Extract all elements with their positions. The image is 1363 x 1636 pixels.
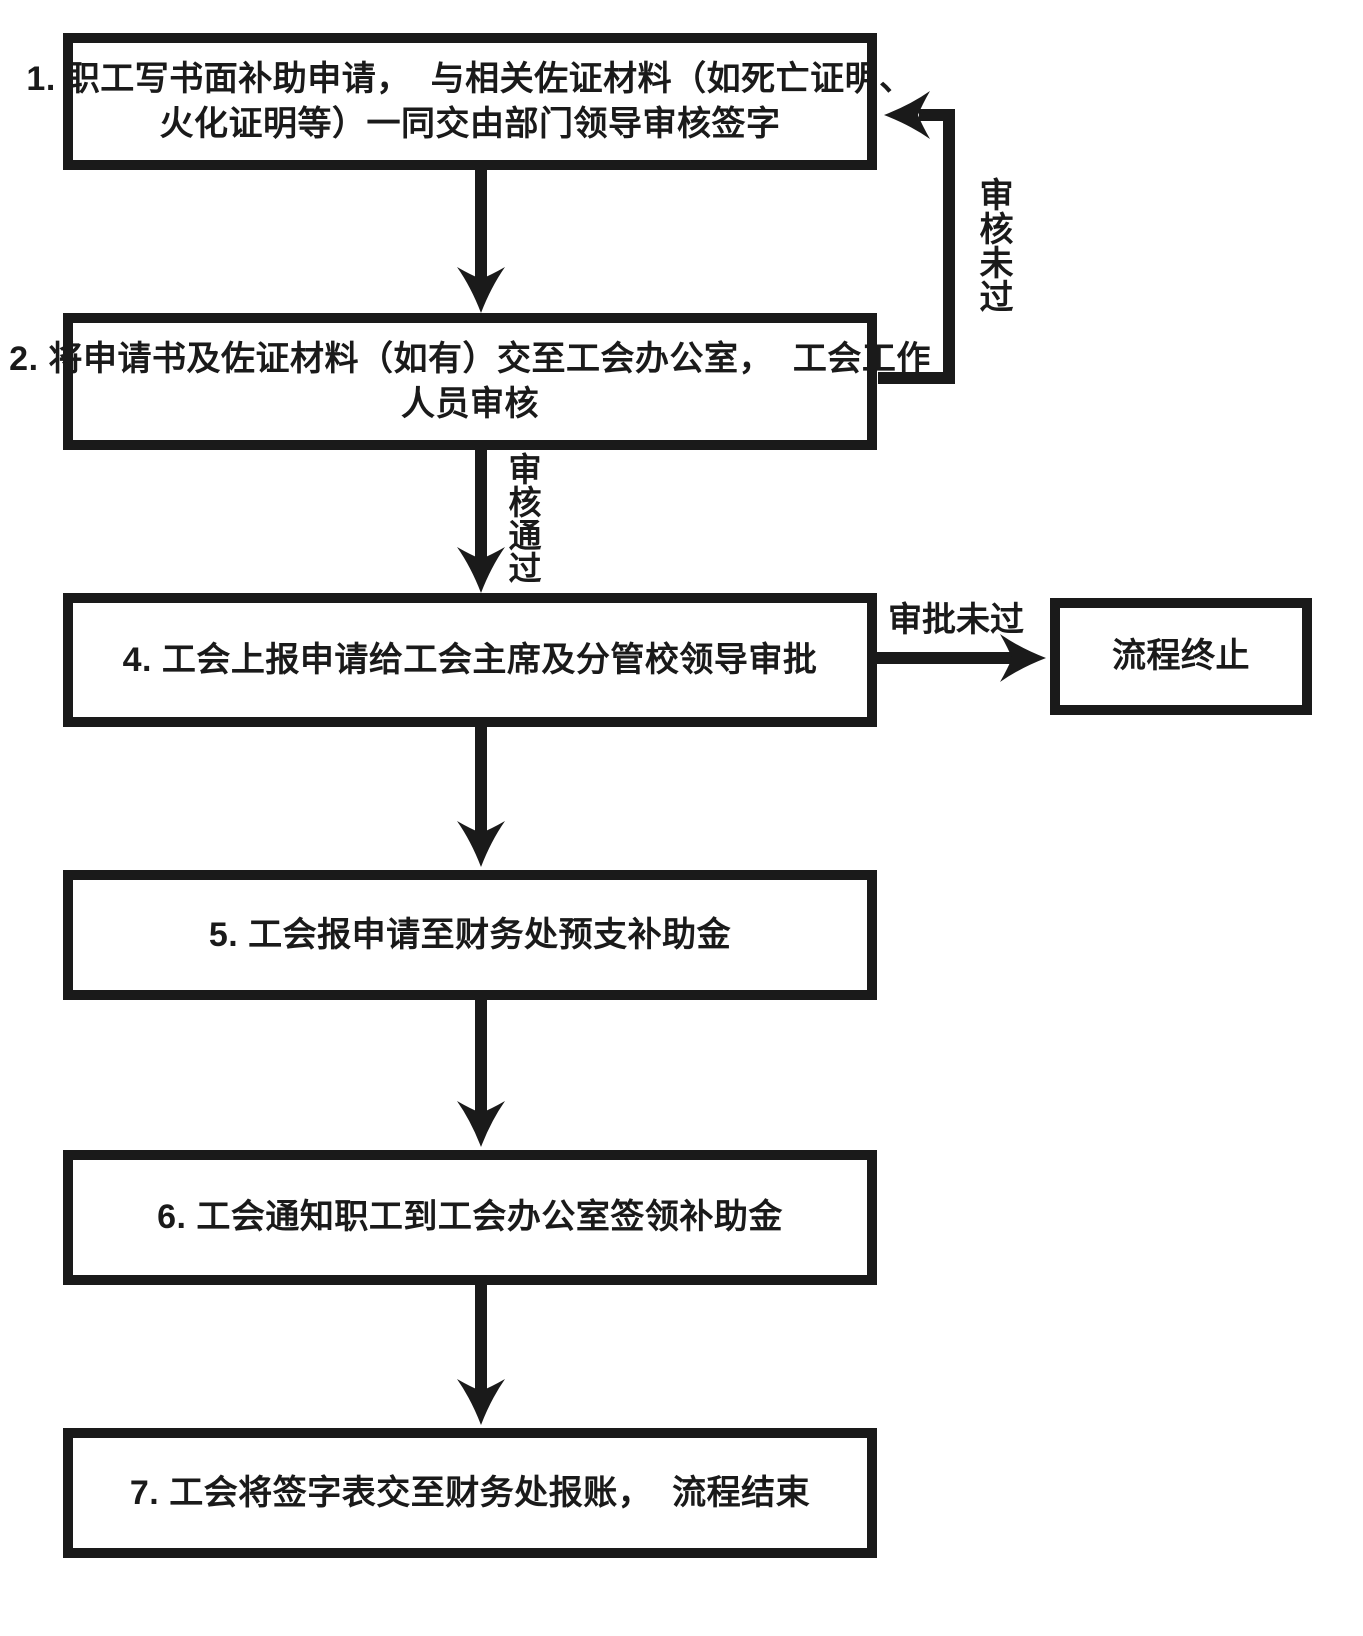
arrow-heads xyxy=(457,91,1046,1425)
flow-box-step7: 7. 工会将签字表交至财务处报账， 流程结束 xyxy=(63,1428,877,1558)
step1-text-line2: 火化证明等）一同交由部门领导审核签字 xyxy=(159,104,781,143)
feedback-review-fail-shaft xyxy=(878,109,955,384)
label-review-fail: 审核未过 xyxy=(974,177,1012,313)
arrowhead-step2-to-step4 xyxy=(457,547,505,593)
flow-box-step5: 5. 工会报申请至财务处预支补助金 xyxy=(63,870,877,1000)
flow-box-step2: 2. 将申请书及佐证材料（如有）交至工会办公室， 工会工作 人员审核 xyxy=(9,313,930,450)
step2-text-line2: 人员审核 xyxy=(401,384,539,423)
arrowhead-step4-to-step5 xyxy=(457,821,505,867)
step5-text: 5. 工会报申请至财务处预支补助金 xyxy=(208,915,732,954)
arrowhead-review-fail-to-step1 xyxy=(884,91,930,139)
step6-text: 6. 工会通知职工到工会办公室签领补助金 xyxy=(157,1198,783,1236)
flow-box-terminate: 流程终止 xyxy=(1050,598,1312,715)
arrowhead-step4-to-terminate xyxy=(1000,634,1046,682)
label-approval-fail: 审批未过 xyxy=(888,601,1024,639)
arrow-shafts xyxy=(475,109,1013,1394)
arrowhead-step5-to-step6 xyxy=(457,1101,505,1147)
arrowhead-step1-to-step2 xyxy=(457,267,505,313)
step4-text: 4. 工会上报申请给工会主席及分管校领导审批 xyxy=(122,640,818,679)
terminate-text: 流程终止 xyxy=(1112,637,1250,675)
step2-text-line1: 2. 将申请书及佐证材料（如有）交至工会办公室， 工会工作 xyxy=(9,339,931,378)
step1-text-line1: 1. 职工写书面补助申请， 与相关佐证材料（如死亡证明、 xyxy=(26,59,914,98)
step7-text: 7. 工会将签字表交至财务处报账， 流程结束 xyxy=(129,1473,811,1512)
arrowhead-step6-to-step7 xyxy=(457,1379,505,1425)
flow-box-step1: 1. 职工写书面补助申请， 与相关佐证材料（如死亡证明、 火化证明等）一同交由部… xyxy=(26,33,913,170)
label-review-pass: 审核通过 xyxy=(504,452,541,584)
flow-box-step6: 6. 工会通知职工到工会办公室签领补助金 xyxy=(63,1150,877,1285)
flow-box-step4: 4. 工会上报申请给工会主席及分管校领导审批 xyxy=(63,593,877,727)
